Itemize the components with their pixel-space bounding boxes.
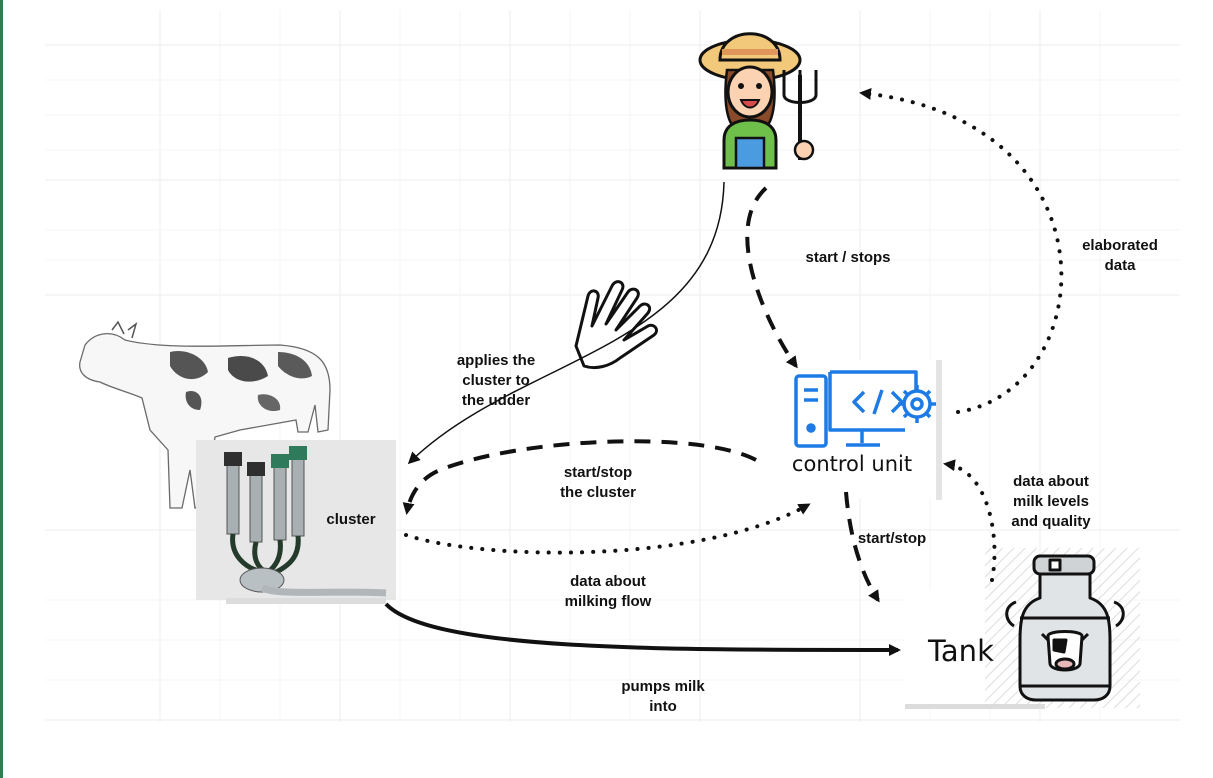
edge-label-start-stops: start / stops [805, 249, 891, 266]
cow-sketch [79, 320, 331, 509]
edge-cluster-to-control-unit [404, 503, 811, 555]
milk-can-icon [1005, 554, 1125, 702]
page-left-border [0, 0, 3, 778]
edge-label-pumps: pumps milk into [621, 678, 705, 715]
edge-label-elaborated: elaborated data [1082, 237, 1158, 274]
edge-label-data-milk-levels: data about milk levels and quality [1011, 473, 1091, 530]
edge-control-unit-to-cluster [402, 439, 757, 515]
edge-control-unit-to-farmer [859, 87, 1064, 414]
edge-label-start-stop-tank: start/stop [857, 530, 927, 547]
edge-farmer-to-control-unit [745, 186, 798, 369]
edge-label-applies: applies the cluster to the udder [456, 352, 536, 409]
tank-label: Tank [928, 634, 994, 668]
tank-box-shadow [905, 704, 1045, 709]
edge-control-unit-to-tank [844, 491, 880, 603]
computer-code-gear-icon [794, 370, 936, 448]
edge-label-start-stop-cluster: start/stop the cluster [560, 464, 636, 501]
control-unit-label: control unit [791, 452, 913, 476]
farmer-icon [698, 32, 818, 170]
edge-tank-to-control-unit [943, 459, 997, 582]
hand-icon [574, 280, 658, 370]
cluster-label: cluster [326, 511, 376, 528]
control-unit-box-shadow [936, 360, 942, 500]
edge-cluster-to-tank [384, 602, 901, 656]
milking-cluster [196, 440, 396, 604]
edge-label-data-milking-flow: data about milking flow [564, 573, 652, 610]
edge-farmer-to-cluster [407, 181, 725, 465]
